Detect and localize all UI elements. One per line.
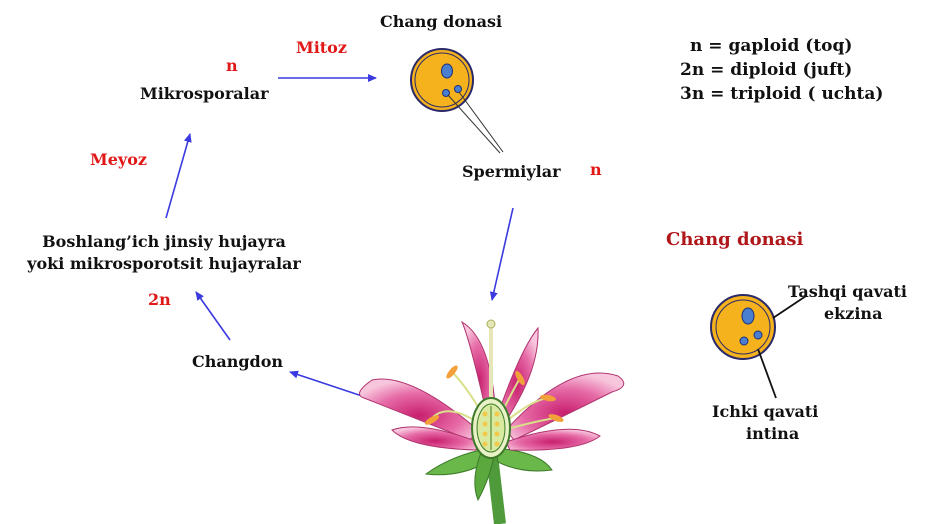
- intine-pointer-line: [758, 349, 776, 398]
- microspores-label: Mikrosporalar: [140, 84, 269, 104]
- mitosis-label: Mitoz: [296, 38, 347, 58]
- mother-cell-ploidy: 2n: [148, 290, 171, 310]
- legend-diploid: 2n = diploid (juft): [680, 60, 852, 81]
- vegetative-nucleus: [442, 64, 453, 78]
- arrow-mother-cell-to-microspores: [166, 134, 190, 218]
- anther-label: Changdon: [192, 352, 283, 372]
- mother-cell-label-line1: Boshlang’ich jinsiy hujayra: [4, 232, 324, 252]
- arrow-sperm-to-flower: [492, 208, 513, 300]
- pollen-grain-label: Chang donasi: [380, 12, 502, 32]
- legend-haploid: n = gaploid (toq): [690, 36, 852, 57]
- sperm-pointer-line: [448, 95, 500, 153]
- sperm-ploidy: n: [590, 160, 602, 180]
- exine-label-line2: ekzina: [824, 304, 882, 324]
- mother-cell-label-line2: yoki mikrosporotsit hujayralar: [4, 254, 324, 274]
- pollen-structure-title: Chang donasi: [666, 229, 803, 251]
- legend-triploid: 3n = triploid ( uchta): [680, 84, 883, 105]
- intine-label-line2: intina: [746, 424, 799, 444]
- sperm-label: Spermiylar: [462, 162, 561, 182]
- sperm-cell: [455, 86, 462, 93]
- meiosis-label: Meyoz: [90, 150, 147, 170]
- sperm-pointer-line: [459, 92, 503, 152]
- microspore-ploidy: n: [226, 56, 238, 76]
- arrow-anther-to-mother-cell: [196, 292, 230, 340]
- intine-label-line1: Ichki qavati: [712, 402, 818, 422]
- lily-flower-illustration: [360, 320, 624, 524]
- pollen-grain-top: [411, 49, 473, 111]
- exine-label-line1: Tashqi qavati: [788, 282, 907, 302]
- pollen-structure-diagram: [711, 295, 775, 359]
